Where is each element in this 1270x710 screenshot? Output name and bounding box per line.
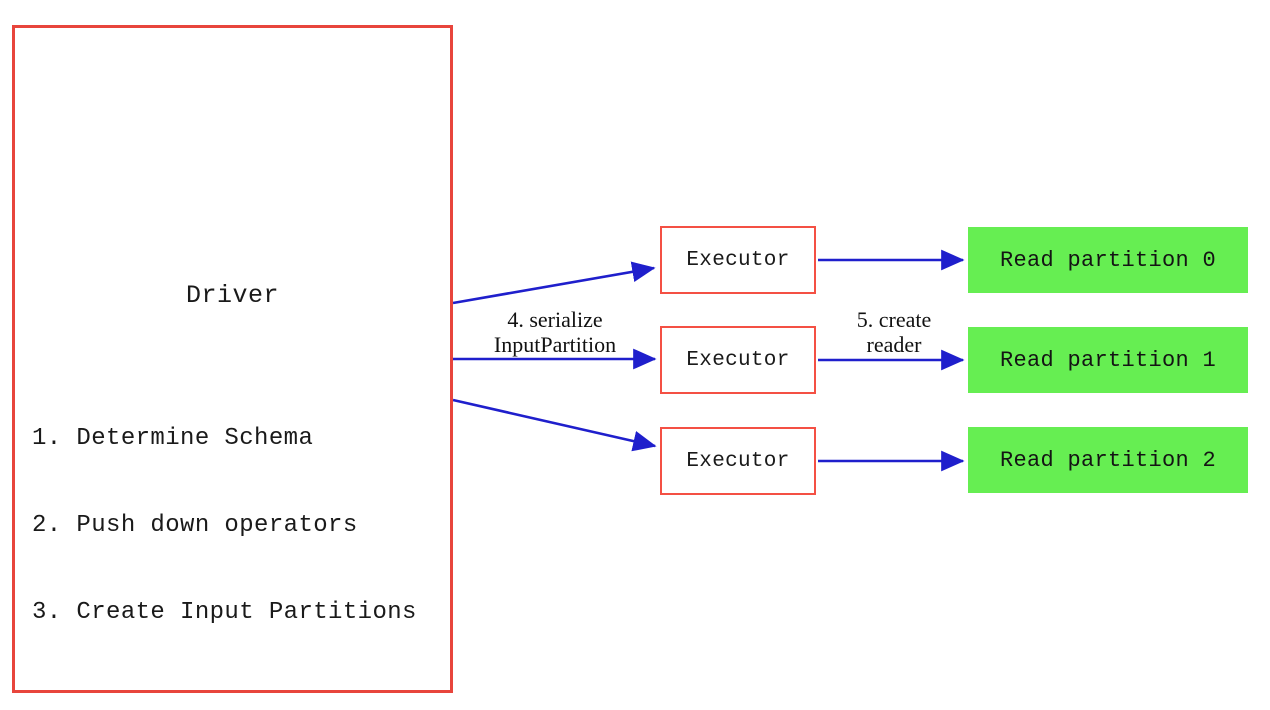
driver-step-2: 2. Push down operators [32, 512, 358, 539]
partition-box-1: Read partition 1 [968, 327, 1248, 393]
executor-box-3: Executor [660, 427, 816, 495]
driver-step-1: 1. Determine Schema [32, 425, 314, 452]
partition-box-2: Read partition 2 [968, 427, 1248, 493]
driver-box: Driver 1. Determine Schema 2. Push down … [12, 25, 453, 693]
arrow-driver-to-executor-3 [452, 398, 657, 452]
edge-label-create-reader: 5. create reader [828, 307, 960, 357]
edge-label-serialize: 4. serialize InputPartition [470, 307, 640, 357]
driver-title: Driver [185, 281, 279, 310]
executor-box-1: Executor [660, 226, 816, 294]
edge-label-serialize-line-2: InputPartition [493, 332, 617, 357]
driver-step-3: 3. Create Input Partitions [32, 599, 417, 626]
edge-label-serialize-line-1: 4. serialize [507, 307, 603, 332]
arrow-driver-to-executor-1 [452, 261, 656, 305]
partition-box-0: Read partition 0 [968, 227, 1248, 293]
driver-step-list: 1. Determine Schema 2. Push down operato… [32, 366, 417, 685]
executor-box-2: Executor [660, 326, 816, 394]
edge-label-create-reader-line-2: reader [866, 332, 922, 357]
edge-label-create-reader-line-1: 5. create [856, 307, 932, 332]
